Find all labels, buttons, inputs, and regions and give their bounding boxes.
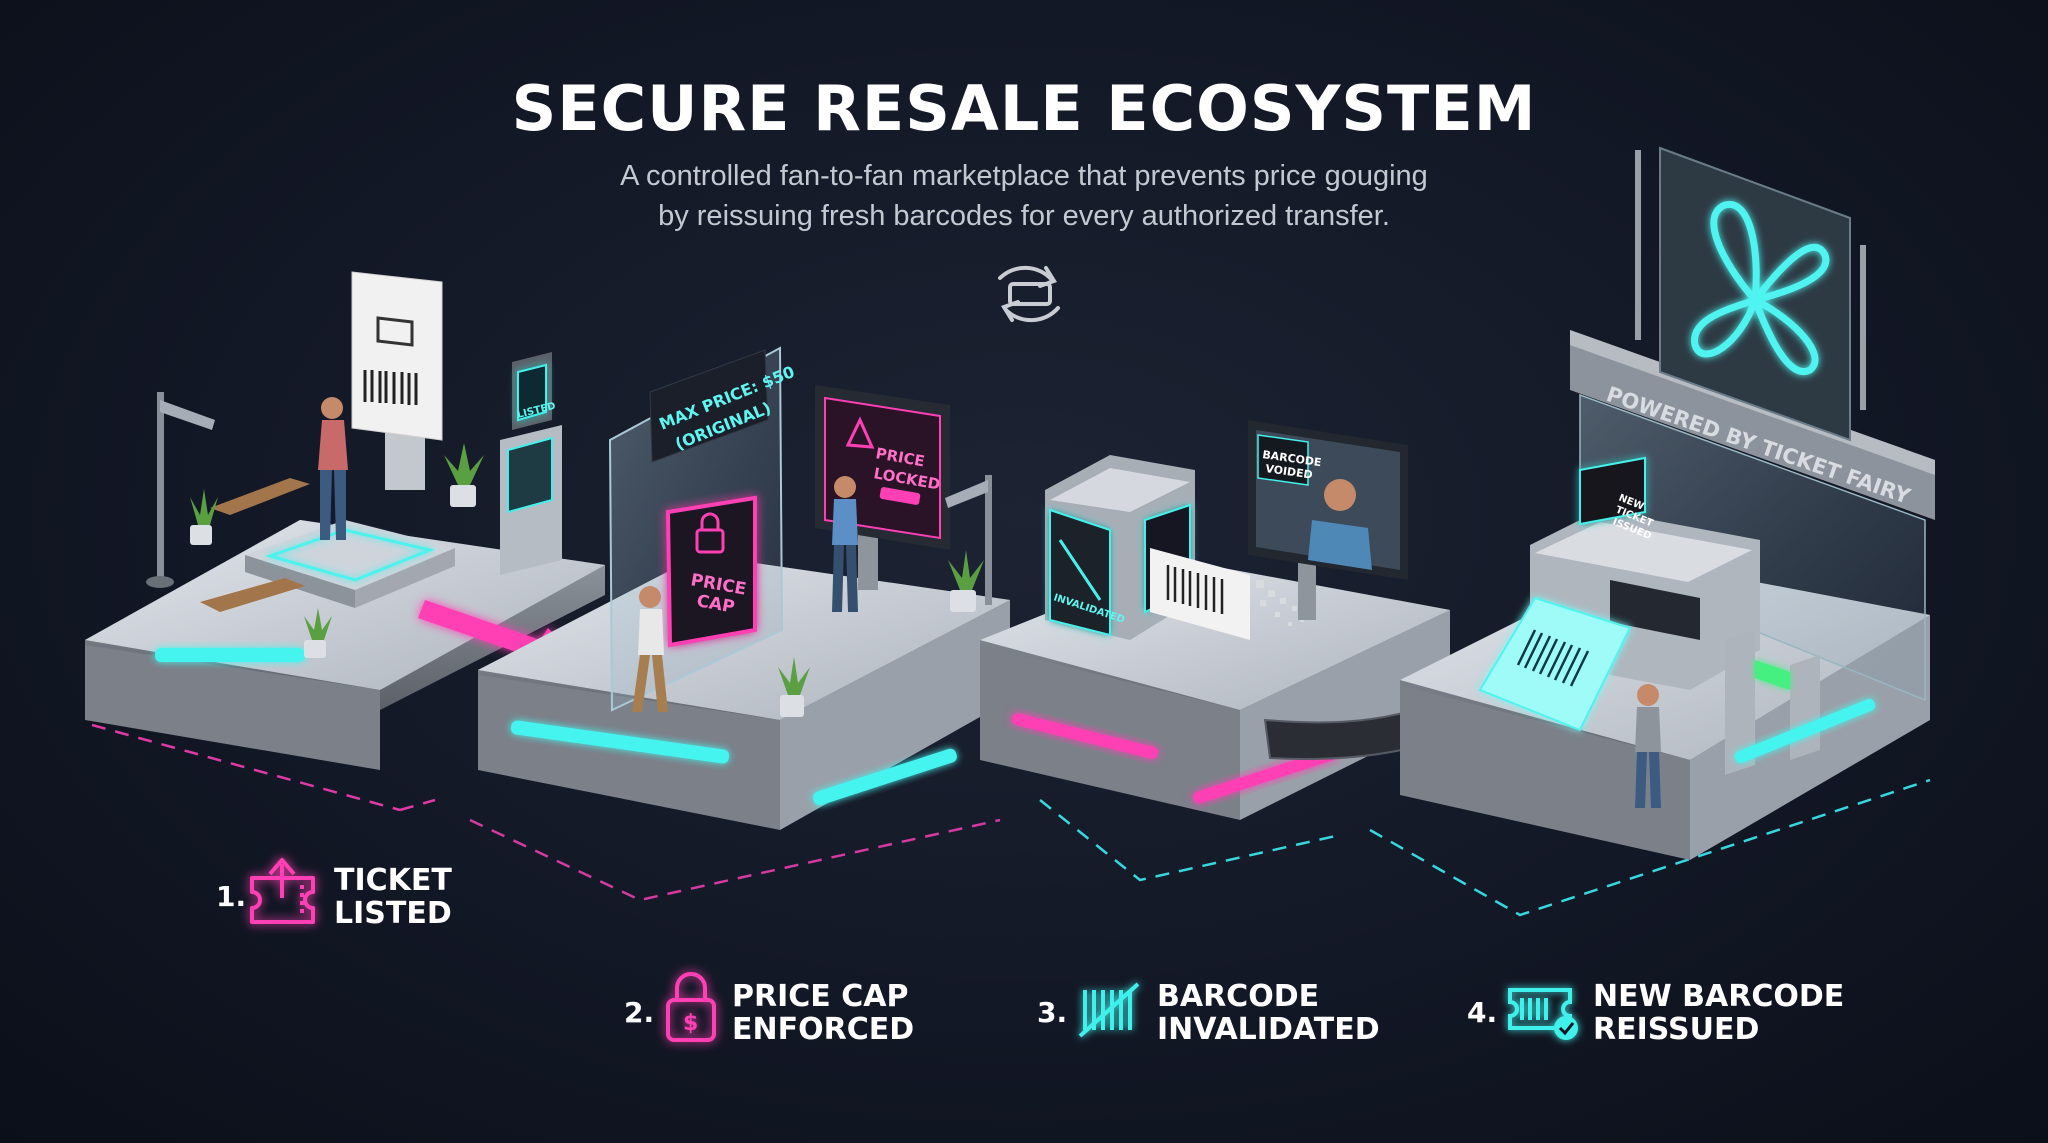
barcode-slash-icon [1078, 982, 1140, 1038]
platform-3-light-strip [1011, 713, 1159, 759]
step-2-line-2: ENFORCED [732, 1012, 915, 1047]
ticket-check-icon [1508, 988, 1578, 1040]
transfer-cycle-icon [998, 265, 1060, 323]
plant-2 [444, 443, 484, 507]
price-cap-panel: PRICE CAP [665, 495, 757, 648]
flow-line-3 [1039, 799, 1341, 882]
page-title: SECURE RESALE ECOSYSTEM [511, 72, 1537, 145]
step-2-line-1: PRICE CAP [732, 979, 909, 1014]
step-3-line-1: BARCODE [1157, 979, 1320, 1014]
platform-ticket-listed: LISTED [85, 271, 605, 770]
step-4-line-1: NEW BARCODE [1593, 979, 1845, 1014]
step-2-number: 2. [624, 996, 655, 1029]
barcode-voided-screen: BARCODE VOIDED [1248, 420, 1408, 620]
plant-1 [190, 489, 218, 545]
plant-3 [304, 608, 332, 658]
step-4-number: 4. [1467, 996, 1498, 1029]
platform-price-cap: MAX PRICE: $50 (ORIGINAL) PRICE CAP PRIC… [478, 346, 1010, 830]
step-4-label: NEW BARCODE REISSUED [1593, 980, 1844, 1046]
step-3-line-2: INVALIDATED [1157, 1012, 1380, 1047]
listed-ticket-display [351, 271, 443, 490]
subtitle-line-1: A controlled fan-to-fan marketplace that… [620, 160, 1428, 192]
platform-1-light-strip [155, 648, 305, 662]
svg-text:$: $ [683, 1011, 698, 1036]
fan-seller-figure [318, 397, 348, 540]
flow-line-4 [1369, 778, 1931, 917]
butterfly-logo-icon [1691, 200, 1830, 375]
platform-4-light-strip [1734, 698, 1876, 764]
step-1-line-2: LISTED [334, 896, 452, 931]
bench-1 [210, 478, 310, 515]
platform-barcode-invalidated: INVALIDATED [980, 420, 1557, 820]
flow-line-1 [91, 723, 436, 812]
fan-checking-price-figure [832, 476, 858, 612]
step-3-label: BARCODE INVALIDATED [1157, 980, 1380, 1046]
lamp-post-2 [945, 475, 992, 605]
step-1-number: 1. [216, 880, 247, 913]
step-4-line-2: REISSUED [1593, 1012, 1760, 1047]
step-1-line-1: TICKET [334, 863, 452, 898]
ticket-fairy-logo-sign [1659, 146, 1851, 442]
ticket-upload-icon [250, 858, 315, 924]
fan-buyer-figure [632, 586, 668, 712]
reissued-ticket [1478, 596, 1632, 732]
bench-2 [200, 578, 305, 612]
lamp-post-1 [146, 392, 215, 588]
platform-2-light-strip [510, 720, 730, 764]
plant-5 [948, 550, 984, 612]
step-3-number: 3. [1037, 996, 1068, 1029]
listing-kiosk: LISTED [500, 352, 562, 575]
plant-4 [778, 657, 810, 717]
step-2-label: PRICE CAP ENFORCED [732, 980, 914, 1046]
step-1-label: TICKET LISTED [334, 864, 452, 930]
voided-ticket [1150, 548, 1304, 640]
padlock-dollar-icon: $ [666, 972, 716, 1042]
flow-line-2 [469, 818, 1001, 902]
subtitle-line-2: by reissuing fresh barcodes for every au… [658, 200, 1390, 232]
new-ticket-holder-figure [1635, 684, 1661, 808]
platform-new-barcode: POWERED BY TICKET FAIRY NEW TICKET ISSUE… [1400, 146, 1935, 860]
